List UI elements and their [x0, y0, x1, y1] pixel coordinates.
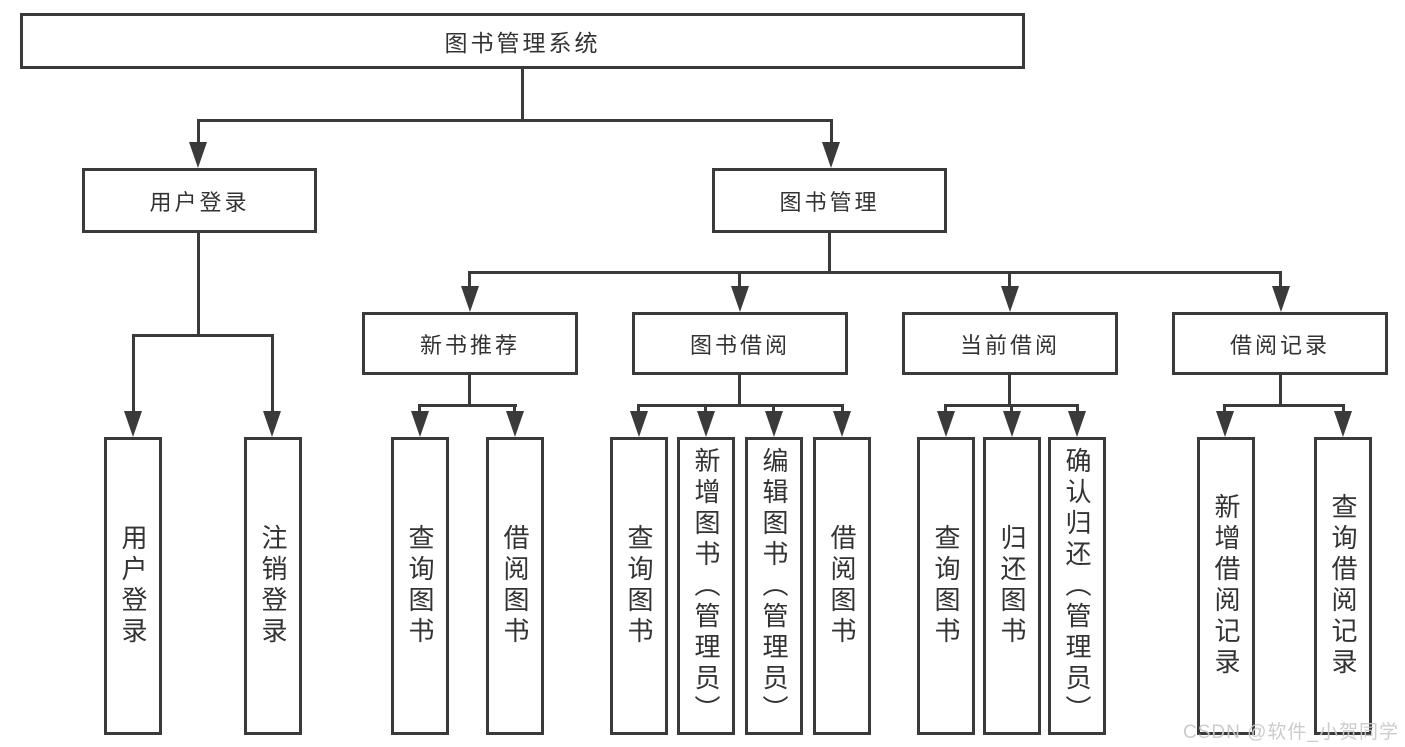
leaf-add-borrow-record: 新增借阅记录: [1197, 437, 1255, 735]
arrowhead-to-cb-confirm: [1068, 411, 1086, 437]
edge-to-nb-borrow-shaft: [513, 404, 516, 416]
leaf-borrow-query-book: 查询图书: [610, 437, 668, 735]
node-current-borrowing: 当前借阅: [902, 312, 1118, 375]
edge-to-book-mgmt-shaft: [830, 119, 833, 145]
arrowhead-to-new-book: [461, 286, 479, 312]
edge-current-borrow-stem: [1008, 375, 1011, 407]
edge-to-cb-confirm-shaft: [1076, 404, 1079, 416]
edge-root-stem: [521, 69, 524, 121]
node-user-login-label: 用户登录: [149, 189, 250, 215]
edge-book-borrow-stem: [738, 375, 741, 407]
edge-to-borrow-records-shaft: [1279, 271, 1282, 289]
arrowhead-to-br-query: [1334, 411, 1352, 437]
edge-user-login-stem: [197, 233, 200, 337]
edge-to-br-add-shaft: [1223, 404, 1226, 416]
edge-to-bb-edit-shaft: [772, 404, 775, 416]
edge-to-bb-borrow-shaft: [841, 404, 844, 416]
leaf-borrow-borrow-book: 借阅图书: [813, 437, 871, 735]
leaf-query-borrow-record-label: 查询借阅记录: [1328, 493, 1358, 679]
arrowhead-to-user-login: [189, 142, 207, 168]
arrowhead-to-leaf-login: [124, 411, 142, 437]
edge-to-cb-query-shaft: [944, 404, 947, 416]
leaf-newbook-query-book-label: 查询图书: [405, 524, 435, 648]
leaf-return-book: 归还图书: [983, 437, 1041, 735]
node-borrowing-records: 借阅记录: [1172, 312, 1388, 375]
node-root: 图书管理系统: [20, 13, 1025, 69]
edge-book-mgmt-stem: [828, 233, 831, 274]
edge-new-book-stem: [468, 375, 471, 407]
edge-to-current-borrow-shaft: [1008, 271, 1011, 289]
arrowhead-to-nb-borrow: [506, 411, 524, 437]
leaf-newbook-borrow-book: 借阅图书: [486, 437, 544, 735]
node-book-borrowing-label: 图书借阅: [689, 332, 790, 358]
node-new-book-recommend: 新书推荐: [362, 312, 578, 375]
node-book-management-label: 图书管理: [779, 189, 880, 215]
edge-to-book-borrow-shaft: [738, 271, 741, 289]
leaf-user-login-label: 用户登录: [118, 524, 148, 648]
node-book-borrowing: 图书借阅: [632, 312, 848, 375]
node-user-login: 用户登录: [82, 168, 317, 233]
edge-to-nb-query-shaft: [418, 404, 421, 416]
arrowhead-to-borrow-records: [1272, 286, 1290, 312]
arrowhead-to-book-mgmt: [822, 142, 840, 168]
node-borrowing-records-label: 借阅记录: [1229, 332, 1330, 358]
edge-borrow-records-rail: [1223, 404, 1345, 407]
leaf-query-borrow-record: 查询借阅记录: [1314, 437, 1372, 735]
leaf-borrow-borrow-book-label: 借阅图书: [827, 524, 857, 648]
node-root-label: 图书管理系统: [444, 30, 601, 56]
edge-to-leaf-logout-shaft: [271, 334, 274, 414]
node-current-borrowing-label: 当前借阅: [959, 332, 1060, 358]
leaf-current-query-book: 查询图书: [917, 437, 975, 735]
leaf-add-borrow-record-label: 新增借阅记录: [1211, 493, 1241, 679]
leaf-edit-book-admin: 编辑图书（管理员）: [745, 437, 803, 735]
leaf-add-book-admin: 新增图书（管理员）: [677, 437, 735, 735]
leaf-return-book-label: 归还图书: [997, 524, 1027, 648]
csdn-watermark: CSDN @软件_小贺同学: [1183, 722, 1399, 743]
node-book-management: 图书管理: [712, 168, 947, 233]
edge-root-rail: [197, 119, 833, 122]
edge-to-bb-query-shaft: [637, 404, 640, 416]
edge-to-new-book-shaft: [468, 271, 471, 289]
arrowhead-to-book-borrow: [731, 286, 749, 312]
leaf-borrow-query-book-label: 查询图书: [624, 524, 654, 648]
edge-to-br-query-shaft: [1342, 404, 1345, 416]
edge-book-mgmt-rail: [468, 271, 1282, 274]
arrowhead-to-nb-query: [411, 411, 429, 437]
arrowhead-to-bb-edit: [765, 411, 783, 437]
arrowhead-to-current-borrow: [1001, 286, 1019, 312]
leaf-current-query-book-label: 查询图书: [931, 524, 961, 648]
node-new-book-recommend-label: 新书推荐: [419, 332, 520, 358]
edge-book-borrow-rail: [637, 404, 844, 407]
leaf-logout: 注销登录: [244, 437, 302, 735]
leaf-edit-book-admin-label: 编辑图书（管理员）: [759, 446, 789, 726]
arrowhead-to-leaf-logout: [263, 411, 281, 437]
arrowhead-to-bb-query: [630, 411, 648, 437]
edge-to-bb-add-shaft: [704, 404, 707, 416]
leaf-confirm-return-admin-label: 确认归还（管理员）: [1062, 446, 1092, 726]
leaf-newbook-query-book: 查询图书: [391, 437, 449, 735]
edge-to-leaf-login-shaft: [132, 334, 135, 414]
leaf-confirm-return-admin: 确认归还（管理员）: [1048, 437, 1106, 735]
arrowhead-to-br-add: [1216, 411, 1234, 437]
arrowhead-to-bb-add: [697, 411, 715, 437]
edge-user-login-rail: [132, 334, 274, 337]
arrowhead-to-cb-query: [937, 411, 955, 437]
edge-borrow-records-stem: [1279, 375, 1282, 407]
edge-to-user-login-shaft: [197, 119, 200, 145]
arrowhead-to-bb-borrow: [833, 411, 851, 437]
arrowhead-to-cb-return: [1003, 411, 1021, 437]
leaf-add-book-admin-label: 新增图书（管理员）: [691, 446, 721, 726]
edge-new-book-rail: [418, 404, 517, 407]
leaf-user-login: 用户登录: [104, 437, 162, 735]
leaf-newbook-borrow-book-label: 借阅图书: [500, 524, 530, 648]
leaf-logout-label: 注销登录: [258, 524, 288, 648]
edge-to-cb-return-shaft: [1010, 404, 1013, 416]
